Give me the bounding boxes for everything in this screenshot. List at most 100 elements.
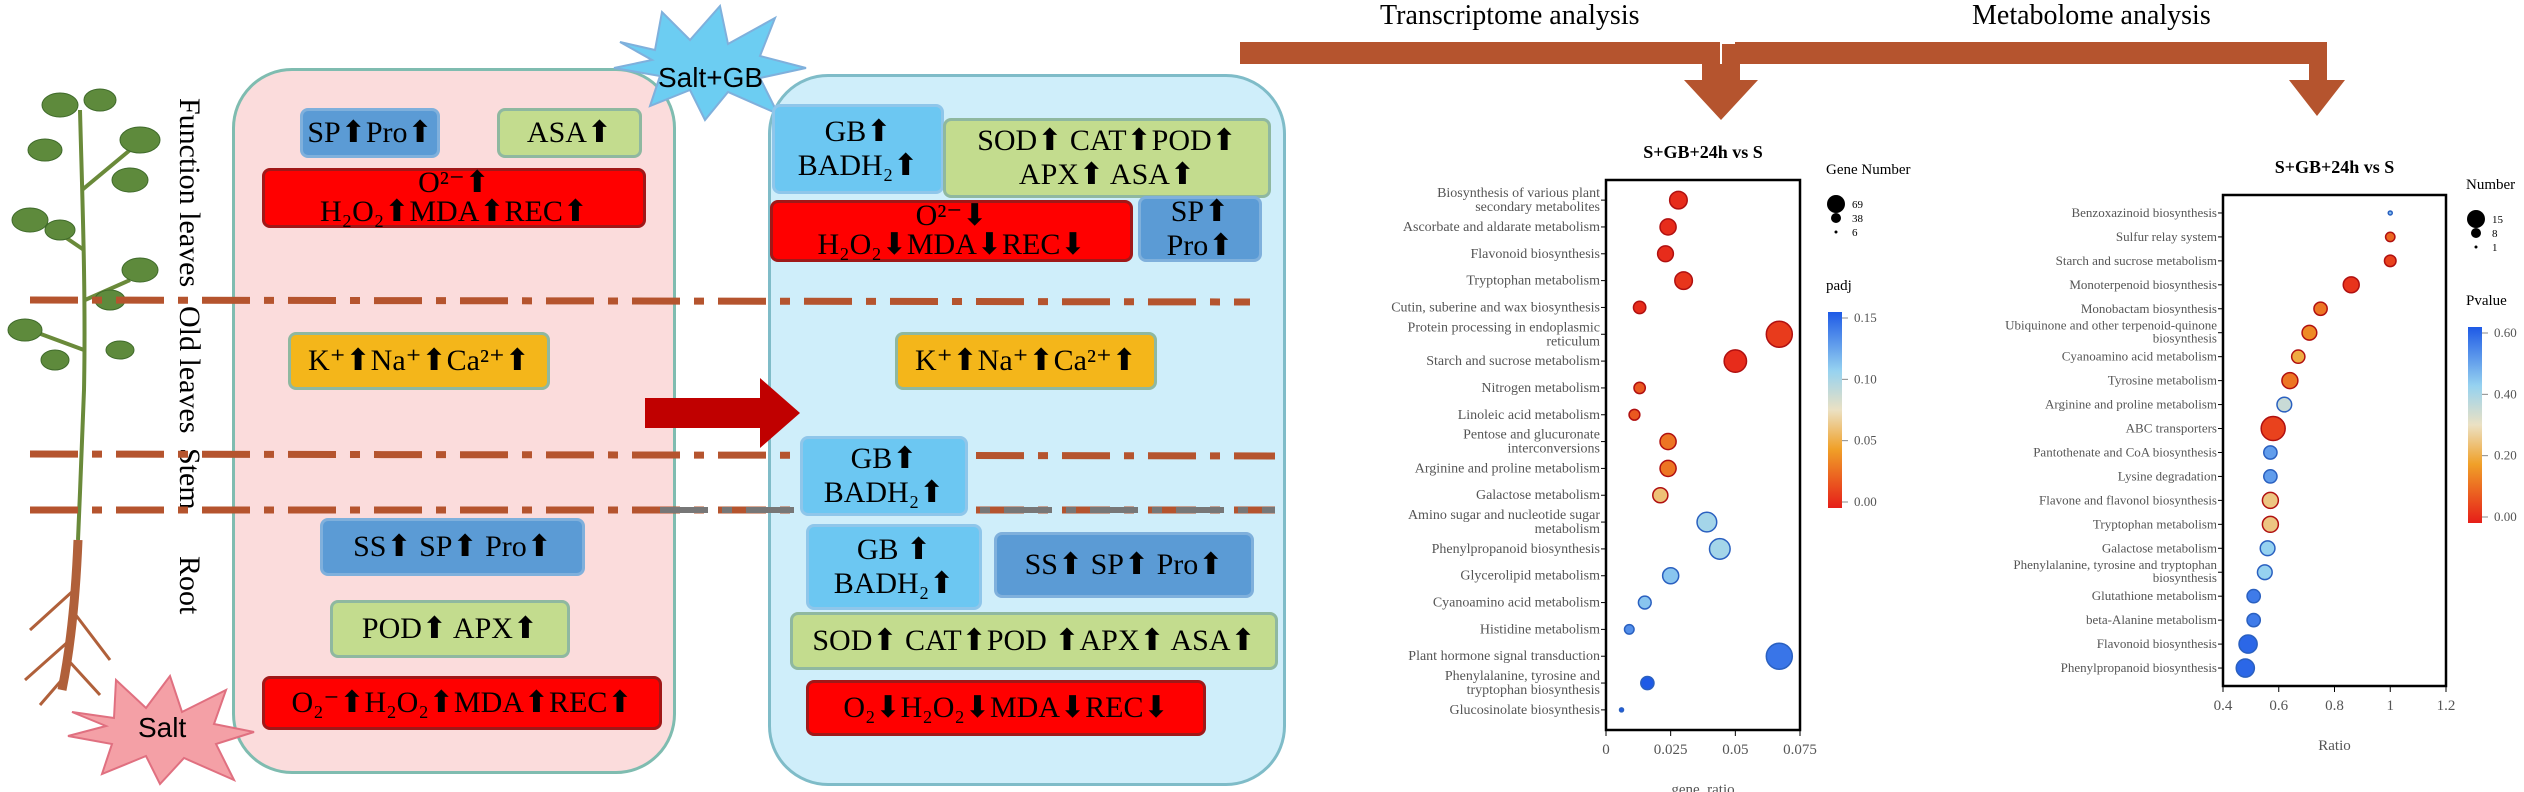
- category-label: Tryptophan metabolism: [2093, 516, 2217, 531]
- category-label: Phenylpropanoid biosynthesis: [1432, 542, 1600, 557]
- size-legend-value: 69: [1852, 199, 1864, 211]
- salt-leaf-asa: ASA⬆: [497, 108, 642, 158]
- color-legend-label: 0.20: [2494, 448, 2517, 463]
- divider-stem: [29, 450, 1276, 460]
- gb-root-gb: GB ⬆: [856, 533, 932, 566]
- size-legend-value: 1: [2492, 242, 2498, 254]
- category-label: Flavonoid biosynthesis: [1470, 247, 1600, 262]
- data-point: [2387, 210, 2393, 216]
- x-axis-label: gene_ratio: [1671, 782, 1734, 792]
- size-legend-dot: [1827, 195, 1845, 213]
- data-point: [1674, 271, 1694, 291]
- data-point: [1659, 218, 1677, 236]
- x-tick-label: 0.4: [2214, 698, 2233, 714]
- size-legend-dot: [2471, 228, 2481, 238]
- category-label: Histidine metabolism: [1480, 622, 1600, 637]
- category-label: Glucosinolate biosynthesis: [1450, 703, 1601, 718]
- gb-root-ss-sp-pro-text: SS⬆ SP⬆ Pro⬆: [1024, 548, 1224, 581]
- data-point: [2263, 445, 2278, 460]
- data-point: [2246, 588, 2262, 604]
- x-tick-label: 0: [1602, 742, 1610, 758]
- size-legend-dot: [1834, 230, 1838, 234]
- gb-root-badh: BADH₂⬆: [833, 567, 955, 600]
- category-label: Nitrogen metabolism: [1481, 381, 1600, 396]
- gb-stem-gb-badh: GB⬆ BADH₂⬆: [800, 436, 968, 516]
- category-label: Monoterpenoid biosynthesis: [2069, 277, 2217, 292]
- category-label: Tryptophan metabolism: [1466, 274, 1600, 289]
- category-label: Monobactam biosynthesis: [2081, 301, 2217, 316]
- gb-leaf-ros: O²⁻⬇ H₂O₂⬇MDA⬇REC⬇: [770, 200, 1133, 262]
- size-legend-dot: [1831, 213, 1841, 223]
- organ-label-old-leaves: Old leaves: [173, 306, 206, 434]
- salt-root-pod-apx-text: POD⬆ APX⬆: [361, 612, 539, 645]
- salt-old-leaf-ions-text: K⁺⬆Na⁺⬆Ca²⁺⬆: [308, 344, 530, 377]
- data-point: [1765, 320, 1794, 349]
- x-tick-label: 0.8: [2325, 698, 2344, 714]
- data-point: [2246, 612, 2262, 628]
- data-point: [2261, 515, 2280, 534]
- category-label: Cyanoamino acid metabolism: [1433, 596, 1600, 611]
- gb-leaf-badh: BADH₂⬆: [797, 149, 919, 182]
- data-point: [1628, 408, 1641, 421]
- x-tick-label: 1.2: [2437, 698, 2456, 714]
- category-label: Galactose metabolism: [1476, 488, 1600, 503]
- color-bar: [1828, 312, 1842, 508]
- plant-roots: [24, 539, 112, 706]
- category-label: beta-Alanine metabolism: [2086, 612, 2217, 627]
- category-label: Flavonoid biosynthesis: [2097, 636, 2217, 651]
- gb-leaf-antiox-line2: APX⬆ ASA⬆: [1018, 158, 1196, 191]
- data-point: [2281, 371, 2299, 390]
- gb-root-ros: O₂⬇H₂O₂⬇MDA⬇REC⬇: [806, 680, 1206, 736]
- data-point: [1640, 675, 1655, 691]
- gb-leaf-gb-badh: GB⬆ BADH₂⬆: [772, 104, 944, 194]
- data-point: [2259, 540, 2276, 557]
- size-legend-title: Gene Number: [1826, 162, 1911, 178]
- category-label: Tyrosine metabolism: [2108, 373, 2217, 388]
- color-legend-title: Pvalue: [2466, 293, 2507, 309]
- salt-leaf-ros: O²⁻⬆ H₂O₂⬆MDA⬆REC⬆: [262, 168, 646, 228]
- color-legend-label: 0.05: [1854, 433, 1877, 448]
- salt-leaf-asa-text: ASA⬆: [526, 116, 613, 149]
- color-legend-label: 0.60: [2494, 325, 2517, 340]
- data-point: [1623, 623, 1635, 635]
- size-legend-value: 6: [1852, 227, 1858, 239]
- plot-frame: [2221, 193, 2448, 688]
- gb-leaf-sp-pro: SP⬆ Pro⬆: [1138, 195, 1262, 262]
- gb-leaf-ros-bottom: H₂O₂⬇MDA⬇REC⬇: [817, 228, 1086, 261]
- divider-leaves: [29, 296, 1251, 306]
- data-point: [2263, 469, 2278, 484]
- salt-leaf-sp-pro: SP⬆Pro⬆: [300, 108, 440, 158]
- category-label: Pantothenate and CoA biosynthesis: [2033, 444, 2217, 459]
- gb-stem-badh: BADH₂⬆: [823, 476, 945, 509]
- gb-root-ros-text: O₂⬇H₂O₂⬇MDA⬇REC⬇: [843, 691, 1169, 724]
- data-point: [1696, 511, 1718, 533]
- salt-root-ros: O₂⁻⬆H₂O₂⬆MDA⬆REC⬆: [262, 676, 662, 730]
- category-label: Sulfur relay system: [2116, 229, 2217, 244]
- plant-illustration: [7, 88, 161, 706]
- gb-root-antioxidants: SOD⬆ CAT⬆POD ⬆APX⬆ ASA⬆: [790, 612, 1278, 670]
- salt-old-leaf-ions: K⁺⬆Na⁺⬆Ca²⁺⬆: [288, 332, 550, 390]
- gb-leaf-pro: Pro⬆: [1166, 229, 1234, 262]
- x-tick-label: 1: [2387, 698, 2395, 714]
- data-point: [2290, 349, 2306, 365]
- gb-root-antiox-text: SOD⬆ CAT⬆POD ⬆APX⬆ ASA⬆: [812, 624, 1256, 657]
- gb-leaf-ros-top: O²⁻⬇: [915, 199, 988, 232]
- organ-label-root: Root: [173, 556, 206, 615]
- category-label: Arginine and proline metabolism: [1415, 461, 1600, 476]
- salt-gb-burst: [613, 3, 807, 122]
- data-point: [1633, 381, 1647, 395]
- salt-root-ros-text: O₂⁻⬆H₂O₂⬆MDA⬆REC⬆: [291, 686, 633, 719]
- organ-label-function-leaves: Function leaves: [173, 98, 206, 288]
- salt-leaf-ros-top: O²⁻⬆: [418, 166, 490, 199]
- data-point: [1659, 432, 1677, 451]
- data-point: [2276, 396, 2293, 413]
- transcriptome-label: Transcriptome analysis: [1380, 0, 1640, 31]
- category-label: ABC transporters: [2126, 421, 2217, 436]
- size-legend-value: 15: [2492, 214, 2504, 226]
- salt-label: Salt: [138, 712, 187, 743]
